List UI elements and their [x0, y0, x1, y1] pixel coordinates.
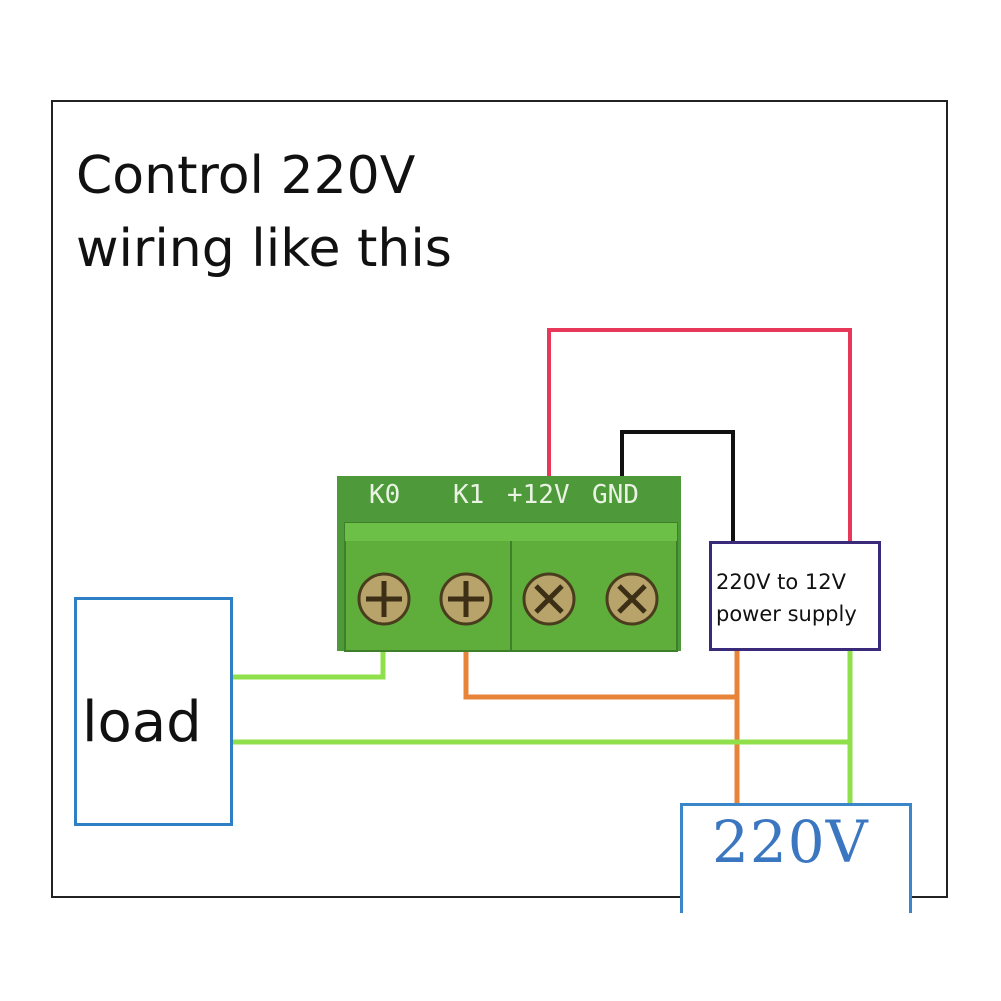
screw-12v [522, 572, 576, 626]
power-supply-line-1: 220V to 12V [716, 570, 846, 594]
screw-gnd [605, 572, 659, 626]
wire-gnd-black [620, 430, 735, 541]
load-label: load [82, 690, 202, 755]
screw-k1 [439, 572, 493, 626]
diagram-frame [51, 100, 948, 898]
terminal-label-k0: K0 [369, 480, 401, 510]
wire-k1-orange [463, 640, 737, 700]
load-box [74, 597, 233, 826]
title-line-1: Control 220V [76, 146, 416, 206]
terminal-labels: K0 K1 +12V GND [337, 480, 681, 520]
power-supply-box [709, 541, 881, 651]
terminal-housing-top-band [345, 523, 677, 541]
mains-label: 220V [712, 808, 869, 876]
power-supply-label: 220V to 12V power supply [716, 566, 881, 630]
mains-box [680, 803, 912, 913]
terminal-label-gnd: GND [592, 480, 639, 510]
screw-k0 [357, 572, 411, 626]
terminal-label-12v: +12V [507, 480, 570, 510]
wire-12v-red [547, 328, 852, 541]
terminal-label-k1: K1 [453, 480, 485, 510]
power-supply-line-2: power supply [716, 602, 857, 626]
wire-k0-green [230, 640, 386, 680]
diagram-title: Control 220V wiring like this [76, 140, 596, 286]
title-line-2: wiring like this [76, 219, 452, 279]
